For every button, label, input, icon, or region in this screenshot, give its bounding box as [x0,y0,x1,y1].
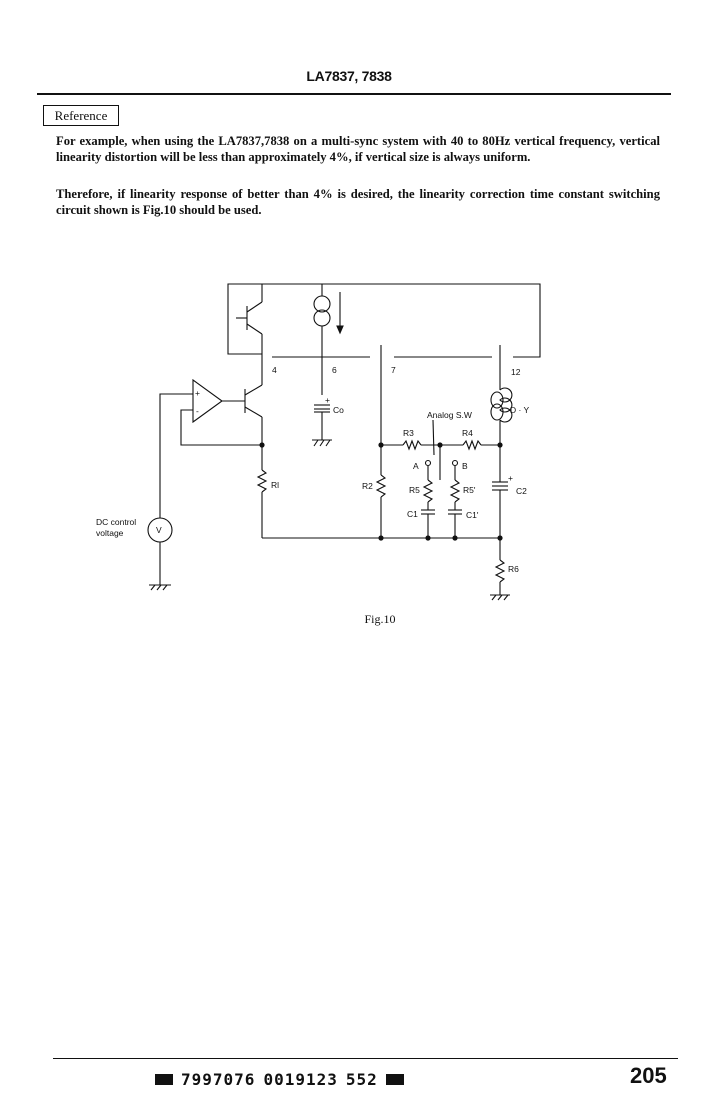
label-c1: C1 [407,509,418,519]
label-r3: R3 [403,428,414,438]
label-r1: Rl [271,480,279,490]
circuit-diagram: 4 6 7 12 Co Analog S.W D · Y R3 R4 A B R… [96,283,541,601]
ic-outline [227,283,541,358]
resistor-r1 [256,469,268,493]
label-op-amp-plus: + [195,388,200,398]
label-pin-4: 4 [272,365,277,375]
label-r5-prime: R5' [463,485,476,495]
label-r6: R6 [508,564,519,574]
footer-code: 7997076 0019123 552 [155,1070,404,1089]
label-co: Co [333,405,344,415]
page-header-title: LA7837, 7838 [306,68,392,84]
paragraph-1: For example, when using the LA7837,7838 … [56,134,660,164]
footer-block-left [155,1074,173,1085]
label-op-amp-minus: - [196,406,199,416]
resistor-r2 [375,474,387,498]
resistor-r5-prime [449,479,461,503]
footer-code-2: 0019123 [263,1070,338,1089]
label-r2: R2 [362,481,373,491]
label-c2-plus: + [508,473,513,483]
resistor-r5 [422,479,434,503]
paragraph-2: Therefore, if linearity response of bett… [56,187,660,217]
deflection-yoke-coil [499,387,513,423]
label-analog-sw: Analog S.W [427,410,472,420]
label-v: V [156,525,162,535]
label-c1-prime: C1' [466,510,479,520]
label-c2: C2 [516,486,527,496]
resistor-r4 [462,439,482,451]
reference-label-box: Reference [43,105,119,126]
label-dy: D · Y [510,405,530,415]
page-number: 205 [630,1063,667,1088]
footer-code-3: 552 [345,1070,378,1089]
label-r4: R4 [462,428,473,438]
footer-block-right [385,1074,404,1085]
label-pin-12: 12 [511,367,521,377]
resistor-r6 [494,559,506,583]
footer-rule [53,1058,678,1059]
label-r5: R5 [409,485,420,495]
footer-code-1: 7997076 [181,1070,256,1089]
label-a: A [413,461,419,471]
op-amp [192,378,223,424]
label-b: B [462,461,468,471]
label-dc-control: DC control [96,517,136,527]
header-rule [37,93,671,95]
label-pin-7: 7 [391,365,396,375]
label-pin-6: 6 [332,365,337,375]
figure-caption: Fig.10 [364,612,396,626]
label-voltage: voltage [96,528,124,538]
label-co-plus: + [325,395,330,405]
resistor-r3 [402,439,422,451]
